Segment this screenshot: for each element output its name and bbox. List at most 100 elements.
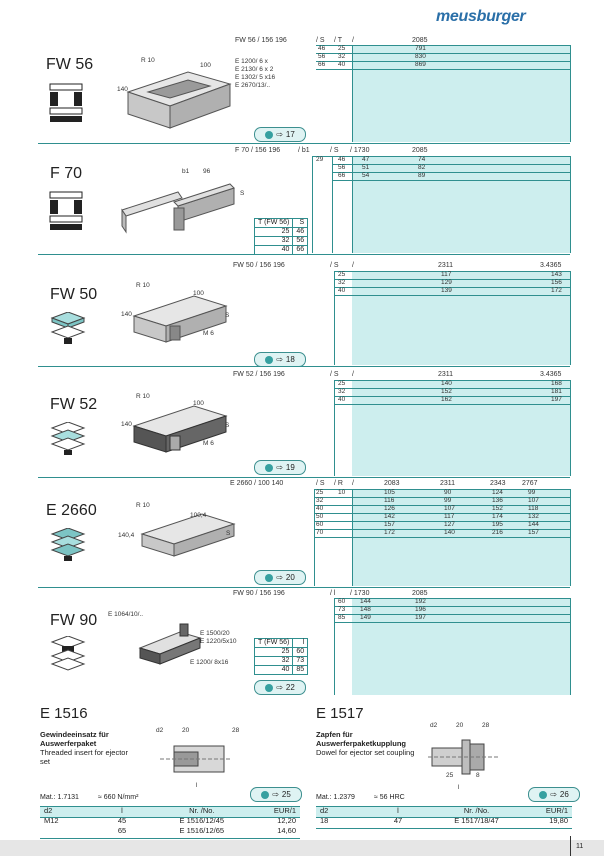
col-head: 3.4365 [540,371,562,378]
page-link-button[interactable]: ⇨ 17 [254,127,306,142]
cell: 181 [551,388,562,395]
link-page: 19 [285,463,295,472]
cell: 105 [384,489,395,496]
cell: 99 [528,489,536,496]
cell: 144 [528,521,539,528]
section-header: FW 52 / 156 196 [233,371,285,378]
dim: l [458,784,460,791]
cell: 99 [444,497,452,504]
col-head: / S [316,480,325,487]
page-link-button[interactable]: ⇨ 19 [254,460,306,475]
cell: E 1516/12/65 [179,826,225,835]
cell: 90 [444,489,452,496]
page-link-button[interactable]: ⇨ 18 [254,352,306,367]
cell: 56 [338,164,346,171]
col-head: / S [330,371,339,378]
table-header-band [316,806,572,817]
section-header: FW 56 / 156 196 [235,37,287,44]
cell: 107 [444,505,455,512]
plate-icon [50,528,86,561]
cell: 32 [338,388,346,395]
dim: R 10 [136,502,150,509]
col-head: 3.4365 [540,262,562,269]
link-page: 25 [281,790,291,799]
cell: 32 [338,53,346,60]
link-page: 18 [285,355,295,364]
cell: 32 [316,497,324,504]
cell: 172 [384,529,395,536]
price-area [352,156,570,253]
col-head: 2311 [438,371,454,378]
cell: 148 [360,606,371,613]
dim: 100,4 [190,512,207,519]
page-link-button[interactable]: ⇨ 26 [528,787,580,802]
cell: 172 [551,287,562,294]
cell [40,826,88,836]
cell: 51 [362,164,370,171]
link-page: 20 [285,573,295,582]
plate-icon [50,636,86,671]
cell: 46 [338,156,346,163]
dim: b1 [182,168,190,175]
cell: 149 [360,614,371,621]
fw50-drawing [132,295,228,343]
f70-drawing [121,183,235,234]
info-icon [261,790,270,799]
cell: 142 [384,513,395,520]
cell: 196 [415,606,426,613]
strength: ≈ 660 N/mm² [98,794,139,801]
info-icon [265,573,274,582]
ref-3: E 1302/ 5 x16 [235,74,276,81]
dim: d2 [156,727,164,734]
material: Mat.: 1.2379 [316,794,355,801]
sub-cell: 40 [253,665,294,675]
ref: E 1064/10/.. [108,611,144,618]
sub-head: T (FW 56) [253,638,294,648]
cell: 25 [338,380,346,387]
cell: 162 [441,396,452,403]
link-page: 26 [559,790,569,799]
cell: 126 [384,505,395,512]
sub-cell: 85 [292,665,309,675]
page-link-button[interactable]: ⇨ 22 [254,680,306,695]
cell: 25 [338,45,346,52]
info-icon [265,355,274,364]
dim: R 10 [136,393,150,400]
dim: 20 [182,727,190,734]
cell: 195 [492,521,503,528]
product-title: E 1516 [40,705,88,722]
page-link-button[interactable]: ⇨ 25 [250,787,302,802]
dim: 8 [476,772,480,779]
cell: 192 [415,598,426,605]
page-link-button[interactable]: ⇨ 20 [254,570,306,585]
cell: 47 [362,156,370,163]
cell: 174 [492,513,503,520]
dim: S [225,422,230,429]
col-head: 2085 [412,590,428,597]
dim: 28 [232,727,240,734]
section-header: FW 50 / 156 196 [233,262,285,269]
cell: 56 [318,53,326,60]
cell: 66 [318,61,326,68]
ref-1: E 1200/ 6 x [235,58,268,65]
strength: ≈ 56 HRC [374,794,405,801]
dim: 140 [121,311,132,318]
desc-en: Dowel for ejector set coupling [316,748,415,757]
info-icon [265,463,274,472]
cell: 89 [418,172,426,179]
cell: 869 [415,61,426,68]
cell: 127 [444,521,455,528]
fw56-drawing [126,71,232,129]
cell: 50 [316,513,324,520]
sub-cell: 25 [253,647,294,657]
table-header-band [40,806,300,817]
cell: 117 [444,513,455,520]
dim: 140,4 [118,532,135,539]
cell: 118 [528,505,539,512]
cell: 107 [528,497,539,504]
cell: 140 [444,529,455,536]
col-head: / R [334,480,343,487]
cell: 116 [384,497,395,504]
cell: 40 [338,287,346,294]
